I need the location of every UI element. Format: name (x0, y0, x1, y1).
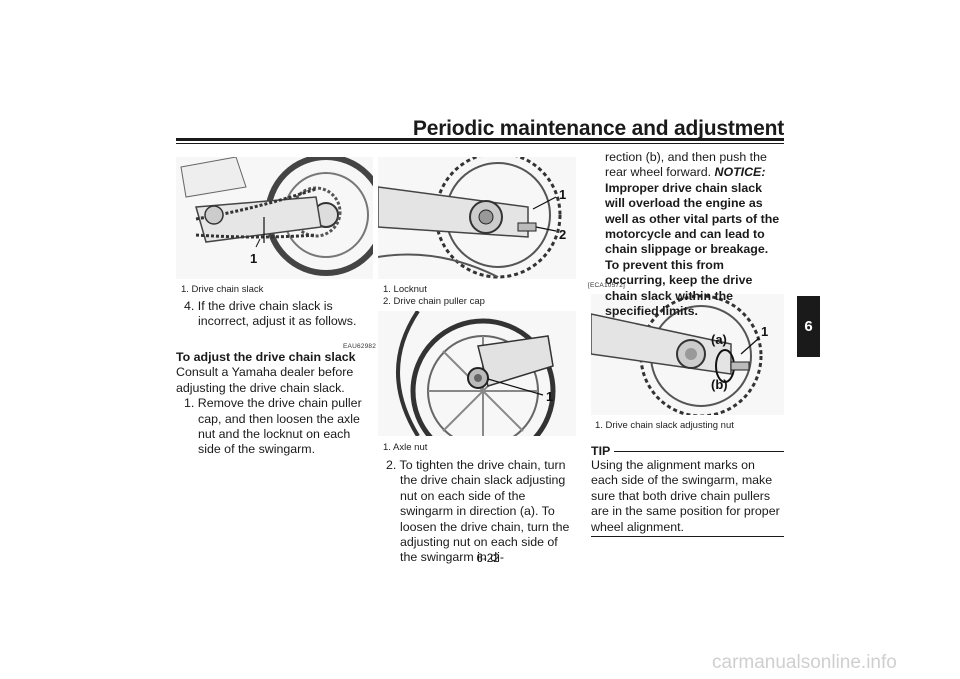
figure-axle-nut: 1 (378, 311, 576, 436)
callout-a: (a) (711, 332, 727, 347)
tip-label: TIP (591, 444, 611, 458)
tip-rule-top (614, 450, 784, 452)
step-2-continued: rection (b), and then push the rear whee… (605, 150, 785, 319)
callout-puller-cap: 2 (559, 227, 566, 242)
step-2-cont-text: rection (b), and then push the rear whee… (605, 150, 767, 180)
caption-drive-chain-slack: 1. Drive chain slack (181, 284, 264, 295)
figure-locknut: 1 2 (378, 157, 576, 279)
intro-paragraph: Consult a Yamaha dealer before adjusting… (176, 365, 354, 395)
column-2: 2. To tighten the drive chain, turn the … (378, 458, 577, 566)
step-2: 2. To tighten the drive chain, turn the … (386, 458, 570, 565)
figure-drive-chain-slack: 1 (176, 157, 373, 279)
header-rule-thin (176, 143, 784, 144)
figure-adjusting-nut: (a) (b) 1 (591, 294, 784, 415)
callout-adjusting-nut: 1 (761, 324, 768, 339)
step-4: 4. If the drive chain slack is incorrect… (184, 299, 357, 329)
notice-text: Improper drive chain slack will overload… (605, 180, 780, 319)
column-1: 4. If the drive chain slack is incorrect… (176, 299, 373, 330)
caption-locknut: 1. Locknut (383, 284, 427, 295)
code-eca10572: [ECA10572] (588, 282, 626, 289)
caption-axle-nut: 1. Axle nut (383, 442, 428, 453)
column-3: rection (b), and then push the rear whee… (605, 150, 785, 319)
callout-axle-nut: 1 (546, 389, 553, 404)
caption-adjusting-nut: 1. Drive chain slack adjusting nut (595, 420, 734, 431)
tip-box: TIP Using the alignment marks on each si… (591, 444, 784, 538)
column-1-section: To adjust the drive chain slack Consult … (176, 350, 373, 458)
callout-b: (b) (711, 377, 728, 392)
callout-1: 1 (250, 251, 257, 266)
callout-locknut: 1 (559, 187, 566, 202)
notice-label: NOTICE: (714, 165, 766, 180)
step-1: 1. Remove the drive chain puller cap, an… (184, 396, 362, 457)
caption-puller-cap: 2. Drive chain puller cap (383, 296, 485, 307)
footer-watermark[interactable]: carmanualsonline.info (712, 652, 897, 673)
tip-rule-bottom (591, 536, 784, 538)
tip-text: Using the alignment marks on each side o… (591, 458, 780, 534)
code-eau62982: EAU62982 (343, 343, 377, 350)
header-rule (176, 138, 784, 141)
section-heading: To adjust the drive chain slack (176, 350, 356, 364)
chapter-tab: 6 (797, 296, 820, 357)
page-number: 6-22 (476, 553, 500, 565)
page-title: Periodic maintenance and adjustment (412, 117, 784, 140)
